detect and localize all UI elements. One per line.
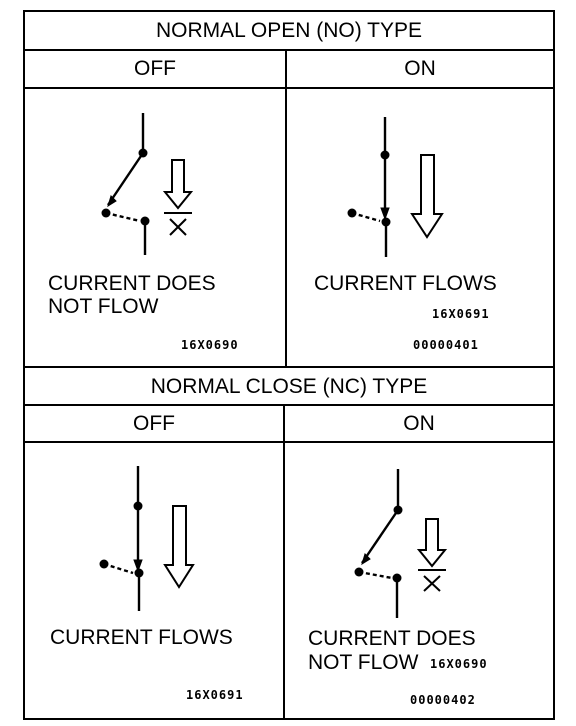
blocked-current-arrow-icon: [162, 159, 194, 236]
closed-switch-icon: [99, 466, 144, 611]
open-switch-icon: [101, 113, 150, 255]
status-text: CURRENT FLOWS: [50, 626, 233, 649]
section-title-normal-open: NORMAL OPEN (NO) TYPE: [155, 19, 423, 42]
column-label-on: ON: [404, 57, 436, 80]
table-border: [23, 10, 555, 720]
current-flow-arrow-icon: [163, 505, 195, 589]
column-label-off: OFF: [133, 412, 175, 435]
status-text: CURRENT FLOWS: [314, 272, 497, 295]
column-label-off: OFF: [134, 57, 176, 80]
reference-code: 00000401: [413, 338, 479, 352]
figure-code: 16X0690: [181, 338, 239, 352]
column-label-on: ON: [403, 412, 435, 435]
section-title-normal-close: NORMAL CLOSE (NC) TYPE: [150, 375, 428, 398]
status-text-line1: CURRENT DOES: [308, 627, 476, 650]
figure-code: 16X0690: [430, 657, 488, 671]
status-text-line1: CURRENT DOES: [48, 272, 216, 295]
current-flow-arrow-icon: [410, 154, 444, 239]
figure-code: 16X0691: [432, 307, 490, 321]
status-text-line2: NOT FLOW: [308, 651, 419, 674]
closed-switch-icon: [347, 117, 391, 257]
reference-code: 00000402: [410, 693, 476, 707]
figure-code: 16X0691: [186, 688, 244, 702]
status-text-line2: NOT FLOW: [48, 295, 159, 318]
open-switch-icon: [354, 469, 403, 618]
blocked-current-arrow-icon: [416, 518, 448, 592]
